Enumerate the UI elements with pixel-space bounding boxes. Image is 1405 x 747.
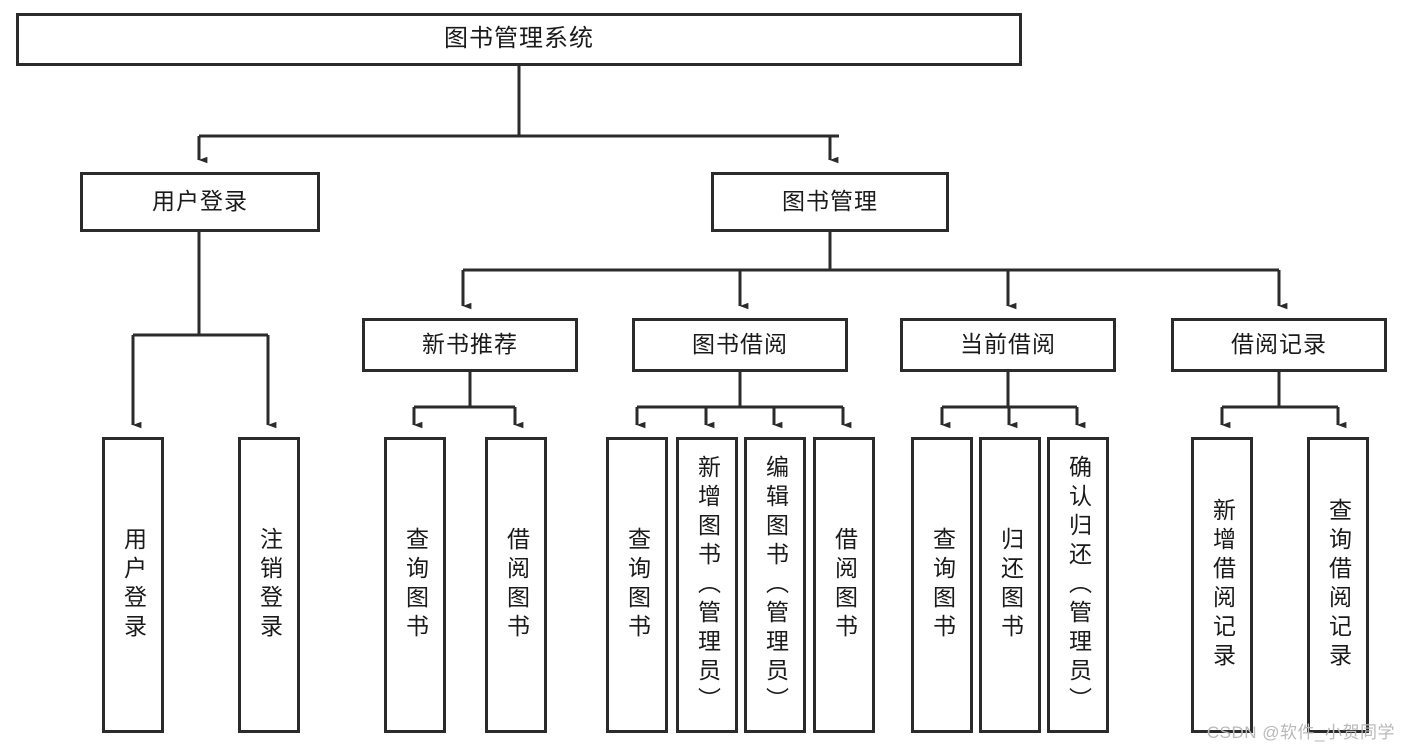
node-borrow-record[interactable]: 借阅记录 <box>1171 318 1387 372</box>
node-label: 新增图书（管理员） <box>694 454 721 716</box>
node-label: 图书借阅 <box>692 331 788 358</box>
node-label: 查询图书 <box>929 527 956 643</box>
leaf-logout[interactable]: 注销登录 <box>238 437 300 733</box>
leaf-user-login[interactable]: 用户登录 <box>102 437 164 733</box>
leaf-confirm-return-admin[interactable]: 确认归还（管理员） <box>1047 437 1109 733</box>
node-label: 借阅图书 <box>831 527 858 643</box>
node-label: 编辑图书（管理员） <box>762 454 789 716</box>
node-user-login[interactable]: 用户登录 <box>80 172 320 232</box>
leaf-borrow-book-borrow[interactable]: 借阅图书 <box>813 437 875 733</box>
leaf-return-book[interactable]: 归还图书 <box>979 437 1041 733</box>
node-label: 借阅图书 <box>503 527 530 643</box>
watermark-text: CSDN @软件_小贺同学 <box>1206 723 1395 742</box>
leaf-borrow-book-newbook[interactable]: 借阅图书 <box>485 437 547 733</box>
leaf-query-book-borrow[interactable]: 查询图书 <box>606 437 668 733</box>
node-label: 图书管理 <box>782 188 878 215</box>
leaf-query-book-current[interactable]: 查询图书 <box>911 437 973 733</box>
node-label: 查询借阅记录 <box>1325 498 1352 672</box>
node-label: 归还图书 <box>997 527 1024 643</box>
node-book-borrow[interactable]: 图书借阅 <box>632 318 848 372</box>
node-label: 用户登录 <box>120 527 147 643</box>
node-label: 注销登录 <box>256 527 283 643</box>
node-label: 确认归还（管理员） <box>1065 454 1092 716</box>
leaf-query-book-newbook[interactable]: 查询图书 <box>384 437 446 733</box>
leaf-add-borrow-record[interactable]: 新增借阅记录 <box>1191 437 1253 733</box>
leaf-query-borrow-record[interactable]: 查询借阅记录 <box>1307 437 1369 733</box>
leaf-edit-book-admin[interactable]: 编辑图书（管理员） <box>744 437 806 733</box>
node-label: 新书推荐 <box>422 331 518 358</box>
leaf-add-book-admin[interactable]: 新增图书（管理员） <box>676 437 738 733</box>
node-label: 借阅记录 <box>1231 331 1327 358</box>
node-label: 用户登录 <box>152 188 248 215</box>
node-label: 图书管理系统 <box>444 25 594 53</box>
node-label: 新增借阅记录 <box>1209 498 1236 672</box>
node-label: 当前借阅 <box>960 331 1056 358</box>
node-book-manage[interactable]: 图书管理 <box>711 172 949 232</box>
node-label: 查询图书 <box>624 527 651 643</box>
node-label: 查询图书 <box>402 527 429 643</box>
node-root-system[interactable]: 图书管理系统 <box>16 13 1022 66</box>
node-new-book-recommend[interactable]: 新书推荐 <box>362 318 578 372</box>
node-current-borrow[interactable]: 当前借阅 <box>900 318 1116 372</box>
